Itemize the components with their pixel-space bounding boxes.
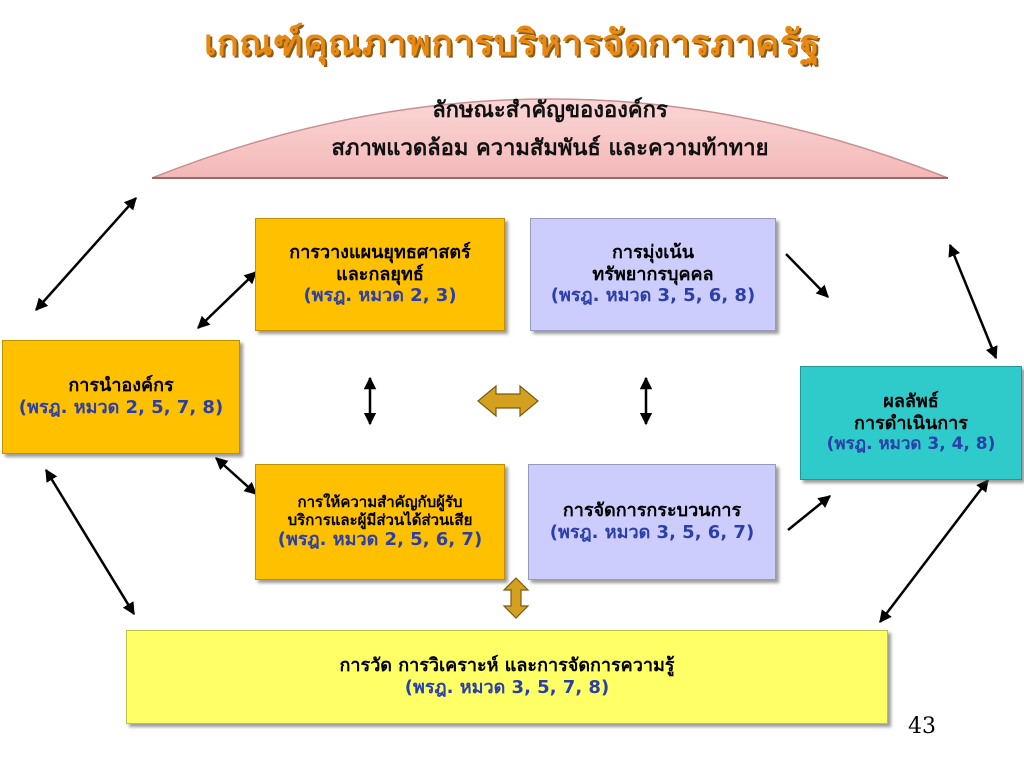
arrow-leadership-measurement (44, 468, 136, 616)
arch-line-2: สภาพแวดล้อม ความสัมพันธ์ และความท้าทาย (331, 136, 769, 161)
measurement-label: การวัด การวิเคราะห์ และการจัดการความรู้ (339, 655, 675, 677)
customer-label-1: การให้ความสำคัญกับผู้รับ (297, 493, 463, 512)
process-label: การจัดการกระบวนการ (562, 500, 742, 522)
process-management-box: การจัดการกระบวนการ (พรฎ. หมวด 3, 5, 6, 7… (528, 464, 776, 580)
hr-label-2: ทรัพยากรบุคคล (592, 263, 714, 285)
results-ref: (พรฎ. หมวด 3, 4, 8) (826, 434, 996, 455)
results-box: ผลลัพธ์ การดำเนินการ (พรฎ. หมวด 3, 4, 8) (800, 366, 1022, 480)
arrow-arch-results (948, 243, 998, 360)
arrow-leadership-customer (215, 457, 257, 495)
strategy-label-1: การวางแผนยุทธศาสตร์ (289, 242, 471, 264)
profile-arch (151, 98, 949, 179)
measurement-box: การวัด การวิเคราะห์ และการจัดการความรู้ … (126, 630, 888, 724)
hr-label-1: การมุ่งเน้น (611, 242, 695, 264)
measurement-ref: (พรฎ. หมวด 3, 5, 7, 8) (404, 677, 610, 698)
customer-focus-box: การให้ความสำคัญกับผู้รับ บริการและผู้มีส… (255, 464, 505, 580)
strategy-box: การวางแผนยุทธศาสตร์ และกลยุทธ์ (พรฎ. หมว… (255, 218, 505, 331)
strategy-ref: (พรฎ. หมวด 2, 3) (303, 285, 457, 307)
arrow-leadership-strategy (197, 271, 257, 329)
gold-double-arrow-vertical (502, 577, 530, 619)
arch-line-1: ลักษณะสำคัญขององค์กร (432, 98, 668, 123)
leadership-ref: (พรฎ. หมวด 2, 5, 7, 8) (18, 397, 224, 418)
arrow-process-results (787, 495, 831, 531)
customer-label-2: บริการและผู้มีส่วนได้ส่วนเสีย (287, 511, 473, 530)
arrow-hr-results (785, 253, 829, 298)
hr-focus-box: การมุ่งเน้น ทรัพยากรบุคคล (พรฎ. หมวด 3, … (530, 218, 776, 331)
customer-ref: (พรฎ. หมวด 2, 5, 6, 7) (277, 529, 483, 551)
slide-title: เกณฑ์คุณภาพการบริหารจัดการภาครัฐ (204, 23, 820, 64)
leadership-box: การนำองค์กร (พรฎ. หมวด 2, 5, 7, 8) (2, 340, 240, 454)
leadership-label: การนำองค์กร (68, 375, 174, 397)
process-ref: (พรฎ. หมวด 3, 5, 6, 7) (549, 522, 755, 543)
strategy-label-2: และกลยุทธ์ (336, 263, 424, 285)
hr-ref: (พรฎ. หมวด 3, 5, 6, 8) (550, 285, 756, 307)
results-label-2: การดำเนินการ (854, 412, 968, 434)
gold-double-arrow-horizontal (477, 384, 539, 418)
page-number: 43 (908, 714, 936, 739)
arrow-measurement-results (879, 479, 989, 623)
arrow-arch-leadership (35, 197, 137, 311)
results-label-1: ผลลัพธ์ (883, 391, 939, 413)
